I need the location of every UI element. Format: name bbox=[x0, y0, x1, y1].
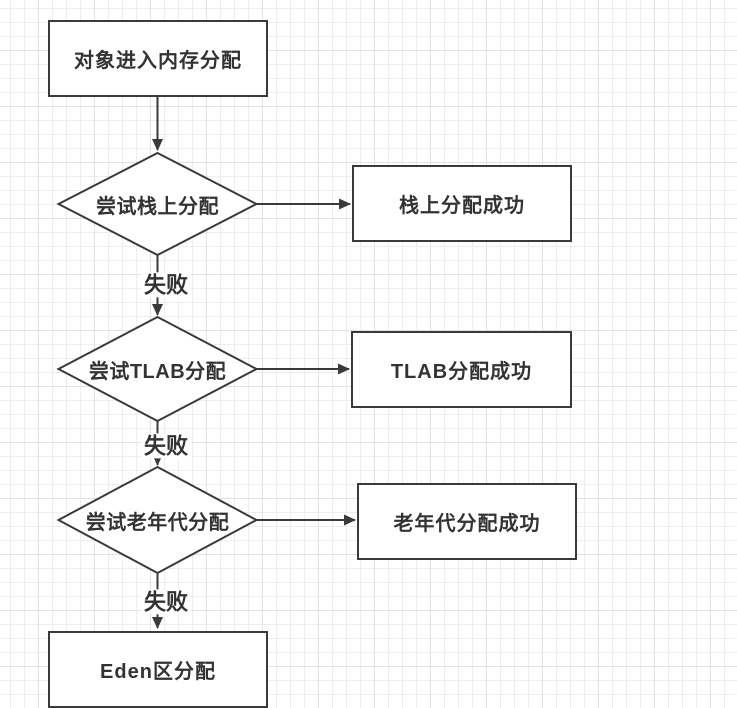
process-old-gen-success[interactable]: 老年代分配成功 bbox=[357, 483, 577, 560]
process-start[interactable]: 对象进入内存分配 bbox=[48, 20, 268, 97]
edge-label-fail-stack[interactable]: 失败 bbox=[140, 272, 192, 298]
process-stack-success[interactable]: 栈上分配成功 bbox=[352, 165, 572, 242]
process-eden-label: Eden区分配 bbox=[100, 661, 216, 683]
decision-try-old-gen-shape[interactable] bbox=[56, 465, 259, 575]
edge-label-fail-tlab[interactable]: 失败 bbox=[140, 433, 192, 459]
process-tlab-success-label: TLAB分配成功 bbox=[390, 361, 533, 383]
edge-label-fail-old-gen[interactable]: 失败 bbox=[140, 589, 192, 615]
decision-try-stack-shape[interactable] bbox=[56, 151, 259, 257]
process-old-gen-success-label: 老年代分配成功 bbox=[393, 513, 541, 535]
connector-layer bbox=[56, 97, 356, 629]
process-start-label: 对象进入内存分配 bbox=[74, 50, 242, 72]
process-stack-success-label: 栈上分配成功 bbox=[399, 195, 525, 217]
decision-try-tlab-shape[interactable] bbox=[56, 315, 259, 423]
process-tlab-success[interactable]: TLAB分配成功 bbox=[351, 331, 572, 408]
process-eden[interactable]: Eden区分配 bbox=[48, 631, 268, 708]
